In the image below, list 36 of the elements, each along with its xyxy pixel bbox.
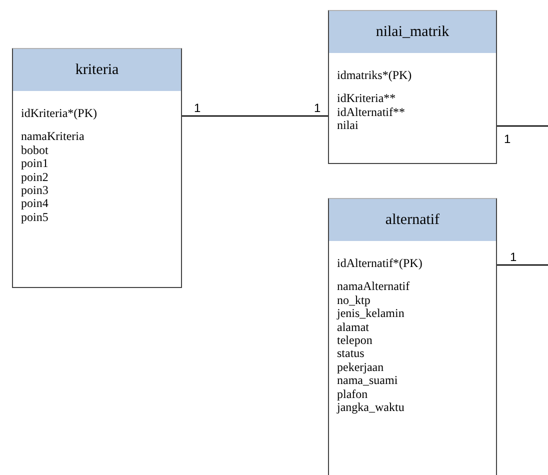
relationship-line [497, 125, 548, 127]
attribute-field: poin2 [13, 170, 181, 184]
attribute-field: namaAlternatif [329, 280, 496, 294]
attribute-field: jangka_waktu [329, 401, 496, 414]
attribute-field: nilai [329, 119, 496, 133]
attribute-field: jenis_kelamin [329, 307, 496, 321]
attribute-field: status [329, 347, 496, 361]
table-header: nilai_matrik [329, 11, 496, 53]
attribute-field: bobot [13, 144, 181, 158]
relationship-line [182, 115, 328, 117]
entity-table [328, 198, 497, 475]
cardinality-label: 1 [313, 101, 322, 115]
cardinality-label: 1 [503, 132, 512, 146]
table-header: alternatif [329, 199, 496, 241]
primary-key-field: idKriteria*(PK) [13, 107, 181, 120]
attribute-field: idKriteria** [329, 92, 496, 106]
table-header: kriteria [13, 49, 181, 91]
relationship-line [497, 264, 548, 266]
entity-table [328, 10, 497, 164]
attribute-field: poin3 [13, 184, 181, 198]
attribute-field: no_ktp [329, 294, 496, 308]
attribute-field: idAlternatif** [329, 106, 496, 120]
cardinality-label: 1 [509, 250, 518, 264]
attribute-field: nama_suami [329, 374, 496, 388]
entity-table [12, 48, 182, 288]
attribute-field: alamat [329, 320, 496, 334]
primary-key-field: idmatriks*(PK) [329, 69, 496, 82]
attribute-field: plafon [329, 388, 496, 402]
attribute-field: poin1 [13, 157, 181, 171]
attribute-field: namaKriteria [13, 130, 181, 144]
attribute-field: poin4 [13, 197, 181, 211]
primary-key-field: idAlternatif*(PK) [329, 257, 496, 270]
attribute-field: poin5 [13, 210, 181, 224]
cardinality-label: 1 [193, 101, 202, 115]
attribute-field: pekerjaan [329, 360, 496, 374]
attribute-field: telepon [329, 334, 496, 348]
